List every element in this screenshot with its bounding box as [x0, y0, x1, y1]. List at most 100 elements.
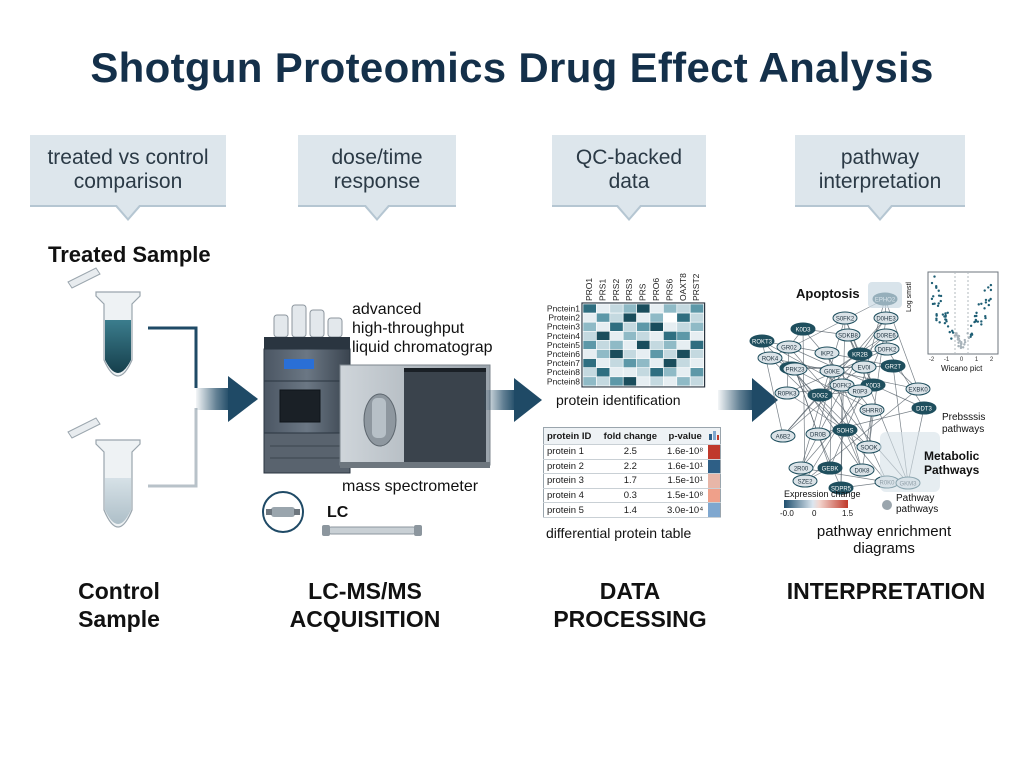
- volcano-point: [973, 314, 977, 318]
- volcano-point: [937, 289, 940, 292]
- heatmap-cell: [689, 330, 704, 341]
- heatmap-cell: [636, 349, 651, 359]
- network-node-label: K0D3: [795, 328, 811, 334]
- table-cell: 0.3: [598, 488, 663, 504]
- network-node-label: ROK4: [762, 357, 779, 363]
- differential-protein-table: protein ID fold change p-value protein 1…: [543, 427, 721, 518]
- heat-cell: [708, 488, 721, 504]
- heatmap-cell: [622, 367, 637, 378]
- network-node: [814, 346, 840, 360]
- volcano-point: [974, 319, 978, 322]
- volcano-point: [983, 289, 986, 292]
- network-node-label: PRK23: [785, 368, 805, 374]
- heatmap-cell: [609, 303, 624, 314]
- callout-line: QC-backed: [575, 146, 683, 169]
- heatmap-cell: [663, 367, 678, 378]
- network-node: [757, 351, 783, 365]
- callout-line: dose/time: [331, 146, 423, 169]
- volcano-point: [930, 297, 934, 301]
- network-node: [774, 386, 800, 400]
- network-node: [788, 461, 814, 475]
- heatmap-cell: [636, 303, 651, 314]
- heatmap-cell: [676, 367, 691, 378]
- heatmap-cell: [596, 376, 611, 387]
- heatmap-col-label: PRS: [638, 283, 648, 301]
- heatmap-cell: [609, 349, 624, 359]
- volcano-point: [984, 316, 987, 320]
- table-cell: protein 4: [543, 488, 599, 504]
- prebsssis-label: Prebsssis pathways: [942, 412, 985, 436]
- heatmap-cell: [609, 367, 624, 378]
- treated-tube-icon: [67, 267, 141, 377]
- heatmap-cell: [622, 330, 637, 341]
- network-node: [847, 347, 873, 361]
- network-node: [790, 322, 816, 336]
- network-node: [832, 423, 858, 437]
- volcano-point: [975, 311, 978, 315]
- heat-cell: [708, 459, 721, 475]
- volcano-point: [976, 320, 980, 323]
- legend-tick: -0.0: [780, 509, 794, 518]
- table-cell: 1.5e-10¹: [662, 473, 708, 489]
- volcano-point: [969, 324, 973, 328]
- network-node-label: D0G2: [812, 394, 828, 400]
- volcano-point: [943, 315, 946, 318]
- volcano-point: [946, 325, 950, 328]
- heatmap-cell: [609, 312, 624, 323]
- arrow-icon: [484, 378, 542, 422]
- heatmap-cell: [596, 367, 611, 378]
- volcano-tick: -1: [944, 357, 950, 363]
- network-node: [874, 342, 900, 356]
- table-cell: 2.5: [598, 444, 663, 460]
- heatmap-row-label: Pnctein5: [547, 340, 580, 350]
- control-tube-icon: [67, 417, 141, 528]
- volcano-point: [984, 298, 988, 302]
- control-line: Control: [78, 578, 160, 604]
- network-node-label: GR2T: [885, 365, 901, 371]
- metabolic-pathways-label: Metabolic Pathways: [924, 449, 979, 477]
- heatmap-cell: [582, 330, 597, 341]
- heatmap-cell: [649, 303, 664, 314]
- network-node-label: EV0I: [857, 366, 870, 372]
- heatmap-cell: [663, 303, 678, 314]
- heatmap-cell: [689, 303, 704, 314]
- volcano-point: [987, 286, 990, 289]
- heatmap-row-label: Pnctein6: [547, 349, 580, 359]
- heatmap-cell: [663, 358, 678, 369]
- heatmap-cell: [689, 340, 704, 350]
- heatmap-cell: [582, 367, 597, 378]
- heatmap-col-label: OAXT8: [678, 273, 688, 301]
- network-node-label: D0HE3: [876, 317, 896, 323]
- heatmap-cell: [676, 349, 691, 359]
- pathway-network: EPHO2S0FK2D0HE3K0D3SDKB8D0RE6ROKT3GR02IK…: [749, 292, 937, 510]
- heatmap-cell: [596, 330, 611, 341]
- heatmap-cell: [649, 340, 664, 350]
- volcano-point: [956, 338, 960, 341]
- protein-heatmap: Pnctein1Protein2Pnctein3Pnctein4Pnctein5…: [547, 273, 706, 388]
- heatmap-cell: [663, 340, 678, 350]
- network-node: [880, 359, 906, 373]
- heatmap-cell: [636, 330, 651, 341]
- network-node-label: R0P3: [852, 390, 868, 396]
- heatmap-cell: [622, 312, 637, 323]
- network-node: [911, 401, 937, 415]
- volcano-point: [933, 302, 936, 305]
- network-node-label: A6B2: [776, 435, 791, 441]
- heatmap-col-label: PRS1: [597, 279, 607, 301]
- heatmap-cell: [676, 312, 691, 323]
- network-node-label: EXBK0: [908, 388, 928, 394]
- volcano-point: [950, 337, 953, 340]
- network-edge: [791, 367, 863, 471]
- network-node-label: KR2B: [852, 353, 868, 359]
- network-edge: [817, 370, 833, 435]
- volcano-caption: Wicano pict: [941, 364, 983, 373]
- heatmap-cell: [676, 303, 691, 314]
- volcano-point: [938, 321, 941, 324]
- mass-spectrometer-label: mass spectrometer: [342, 478, 479, 495]
- heatmap-row-label: Pnctein3: [547, 322, 580, 332]
- control-sample-label: Control Sample: [60, 577, 178, 633]
